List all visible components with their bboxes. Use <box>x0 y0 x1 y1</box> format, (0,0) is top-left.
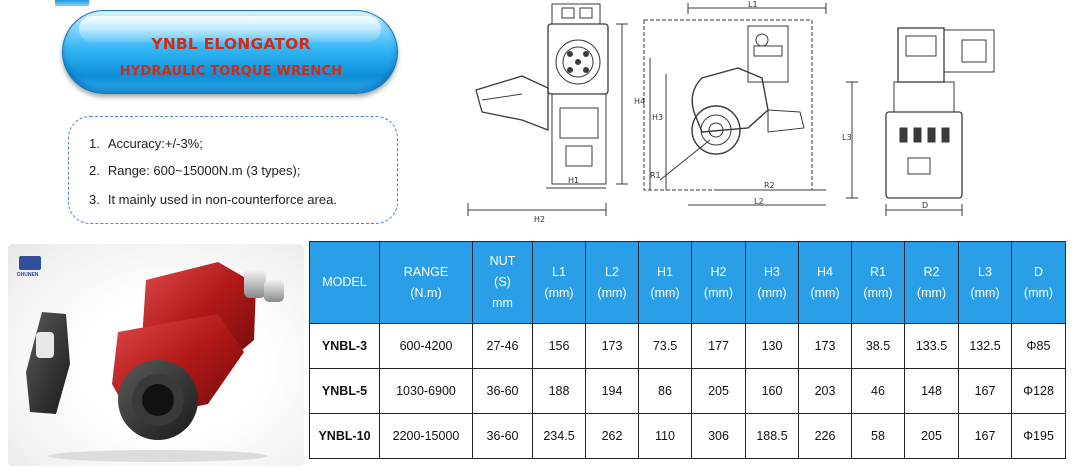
feature-text: Accuracy:+/-3%; <box>107 136 203 151</box>
table-cell: 600-4200 <box>379 323 473 369</box>
table-cell: 36-60 <box>472 413 533 459</box>
column-header: R2(mm) <box>904 241 959 324</box>
table-cell: 46 <box>851 368 905 414</box>
table-cell: 226 <box>798 413 852 459</box>
side-view-drawing: H2 H1 <box>462 0 637 228</box>
table-cell: 86 <box>638 368 692 414</box>
dimension-label: L2 <box>754 197 764 206</box>
table-cell: 110 <box>638 413 692 459</box>
table-cell: 188 <box>532 368 586 414</box>
feature-item: 1. Accuracy:+/-3%; <box>89 136 203 151</box>
dimension-label: R2 <box>764 181 775 190</box>
table-cell: 205 <box>904 413 959 459</box>
table-cell: 177 <box>691 323 746 369</box>
dimension-label: L1 <box>748 0 758 9</box>
table-cell: Φ128 <box>1011 368 1066 414</box>
table-cell: 2200-15000 <box>379 413 473 459</box>
column-header: NUT(S)mm <box>472 241 533 324</box>
dimension-label: H4 <box>634 97 645 106</box>
feature-item: 3. It mainly used in non-counterforce ar… <box>89 192 337 207</box>
brand-logo <box>19 256 41 270</box>
feature-item: 2. Range: 600~15000N.m (3 types); <box>89 163 300 178</box>
table-cell: 188.5 <box>745 413 799 459</box>
product-photo: DHUNEN <box>8 244 304 466</box>
table-cell: 167 <box>958 413 1012 459</box>
column-header: H4(mm) <box>798 241 852 324</box>
table-row: YNBL-3 600-4200 27-46 156 173 73.5 177 1… <box>309 323 1066 369</box>
table-cell: 132.5 <box>958 323 1012 369</box>
banner-top-decoration <box>55 0 89 6</box>
title-banner: YNBL ELONGATOR HYDRAULIC TORQUE WRENCH <box>62 10 398 94</box>
table-cell: 205 <box>691 368 746 414</box>
table-cell: 36-60 <box>472 368 533 414</box>
column-header: H3(mm) <box>745 241 799 324</box>
column-header: RANGE(N.m) <box>379 241 473 324</box>
model-cell: YNBL-10 <box>309 413 380 459</box>
table-row: YNBL-5 1030-6900 36-60 188 194 86 205 16… <box>309 368 1066 414</box>
dimension-label: H3 <box>652 113 663 122</box>
table-cell: 133.5 <box>904 323 959 369</box>
front-view-drawing: L1 H4 H3 R1 R2 L2 <box>630 0 830 228</box>
dimension-label: H2 <box>534 215 545 224</box>
column-header: D(mm) <box>1011 241 1066 324</box>
column-header: L2(mm) <box>585 241 639 324</box>
table-cell: 173 <box>798 323 852 369</box>
dimension-label: L3 <box>842 133 852 142</box>
dimension-label: D <box>922 201 928 210</box>
brand-logo-text: DHUNEN <box>17 272 39 278</box>
spec-table: MODEL RANGE(N.m) NUT(S)mm L1(mm) L2(mm) … <box>309 241 1066 459</box>
dimension-label: H1 <box>568 176 579 185</box>
table-cell: 38.5 <box>851 323 905 369</box>
column-header: H1(mm) <box>638 241 692 324</box>
wrench-illustration <box>26 262 284 462</box>
column-header: L3(mm) <box>958 241 1012 324</box>
feature-text: Range: 600~15000N.m (3 types); <box>107 163 301 178</box>
table-header-row: MODEL RANGE(N.m) NUT(S)mm L1(mm) L2(mm) … <box>309 241 1066 324</box>
table-cell: 148 <box>904 368 959 414</box>
column-header: H2(mm) <box>691 241 746 324</box>
model-cell: YNBL-3 <box>309 323 380 369</box>
feature-number: 3. <box>89 192 100 207</box>
feature-text: It mainly used in non-counterforce area. <box>107 192 337 207</box>
table-row: YNBL-10 2200-15000 36-60 234.5 262 110 3… <box>309 413 1066 459</box>
table-cell: 58 <box>851 413 905 459</box>
column-header: R1(mm) <box>851 241 905 324</box>
model-cell: YNBL-5 <box>309 368 380 414</box>
table-cell: Φ195 <box>1011 413 1066 459</box>
column-header: L1(mm) <box>532 241 586 324</box>
table-cell: 156 <box>532 323 586 369</box>
table-cell: 1030-6900 <box>379 368 473 414</box>
end-view-drawing: L3 D <box>842 0 1032 228</box>
feature-number: 1. <box>89 136 100 151</box>
table-cell: Φ85 <box>1011 323 1066 369</box>
banner-title: YNBL ELONGATOR <box>151 35 311 53</box>
feature-list: 1. Accuracy:+/-3%; 2. Range: 600~15000N.… <box>68 116 398 224</box>
table-cell: 167 <box>958 368 1012 414</box>
table-cell: 27-46 <box>472 323 533 369</box>
feature-number: 2. <box>89 163 100 178</box>
banner-subtitle: HYDRAULIC TORQUE WRENCH <box>119 64 343 79</box>
table-cell: 234.5 <box>532 413 586 459</box>
table-cell: 160 <box>745 368 799 414</box>
table-cell: 173 <box>585 323 639 369</box>
column-header: MODEL <box>309 241 380 324</box>
table-cell: 203 <box>798 368 852 414</box>
dimension-label: R1 <box>650 171 661 180</box>
table-cell: 306 <box>691 413 746 459</box>
table-cell: 262 <box>585 413 639 459</box>
table-cell: 194 <box>585 368 639 414</box>
table-cell: 130 <box>745 323 799 369</box>
table-cell: 73.5 <box>638 323 692 369</box>
